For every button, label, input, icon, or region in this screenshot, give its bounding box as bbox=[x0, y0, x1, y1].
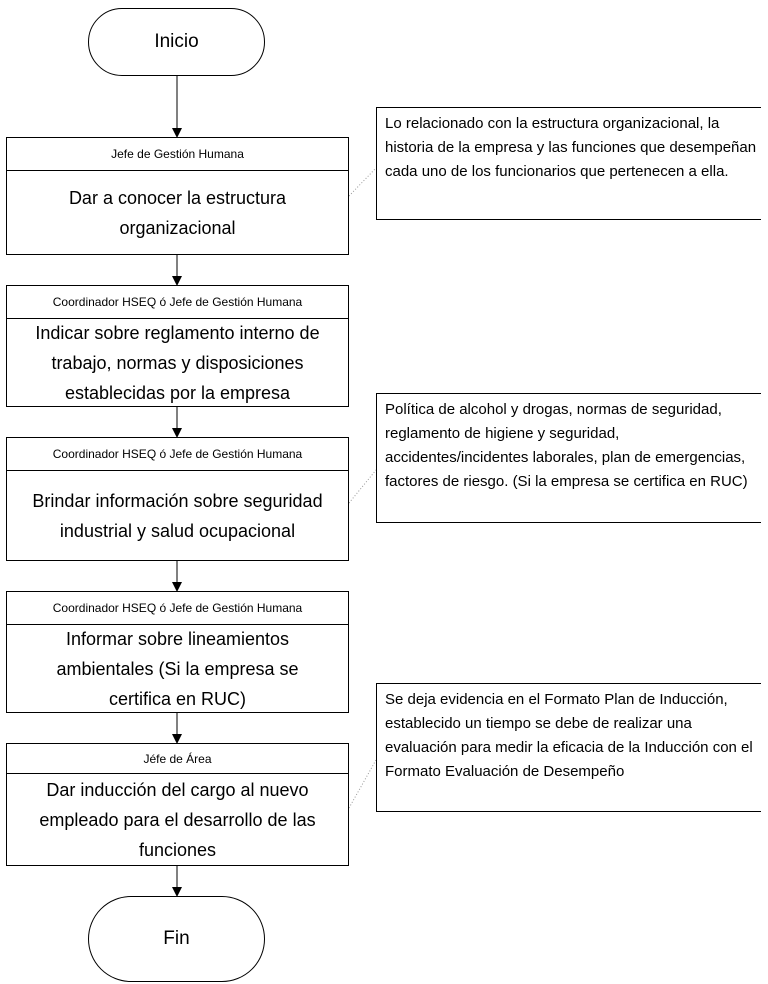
annotation-note-3: Se deja evidencia en el Formato Plan de … bbox=[376, 683, 761, 812]
process-step-1: Jefe de Gestión Humana Dar a conocer la … bbox=[6, 137, 349, 255]
start-terminal: Inicio bbox=[88, 8, 265, 76]
end-terminal: Fin bbox=[88, 896, 265, 982]
end-label: Fin bbox=[163, 928, 190, 949]
step-role: Coordinador HSEQ ó Jefe de Gestión Human… bbox=[7, 592, 348, 625]
process-step-4: Coordinador HSEQ ó Jefe de Gestión Human… bbox=[6, 591, 349, 713]
step-task: Brindar información sobre seguridad indu… bbox=[32, 490, 323, 541]
step-task: Informar sobre lineamientos ambientales … bbox=[56, 628, 299, 709]
step-task: Dar inducción del cargo al nuevo emplead… bbox=[39, 779, 316, 860]
note-text: Se deja evidencia en el Formato Plan de … bbox=[385, 691, 753, 780]
step-task: Indicar sobre reglamento interno de trab… bbox=[35, 322, 320, 403]
step-role: Coordinador HSEQ ó Jefe de Gestión Human… bbox=[7, 286, 348, 319]
step-role: Coordinador HSEQ ó Jefe de Gestión Human… bbox=[7, 438, 348, 471]
note2-link bbox=[348, 469, 377, 504]
step-role: Jéfe de Área bbox=[7, 744, 348, 774]
note-text: Lo relacionado con la estructura organiz… bbox=[385, 115, 757, 180]
start-label: Inicio bbox=[154, 31, 199, 52]
note3-link bbox=[348, 759, 377, 809]
step-task: Dar a conocer la estructura organizacion… bbox=[68, 187, 287, 238]
process-step-2: Coordinador HSEQ ó Jefe de Gestión Human… bbox=[6, 285, 349, 407]
step-role: Jefe de Gestión Humana bbox=[7, 138, 348, 171]
annotation-note-2: Política de alcohol y drogas, normas de … bbox=[376, 393, 761, 523]
note-text: Política de alcohol y drogas, normas de … bbox=[385, 401, 748, 490]
annotation-note-1: Lo relacionado con la estructura organiz… bbox=[376, 107, 761, 220]
process-step-5: Jéfe de Área Dar inducción del cargo al … bbox=[6, 743, 349, 866]
process-step-3: Coordinador HSEQ ó Jefe de Gestión Human… bbox=[6, 437, 349, 561]
note1-link bbox=[348, 167, 377, 197]
